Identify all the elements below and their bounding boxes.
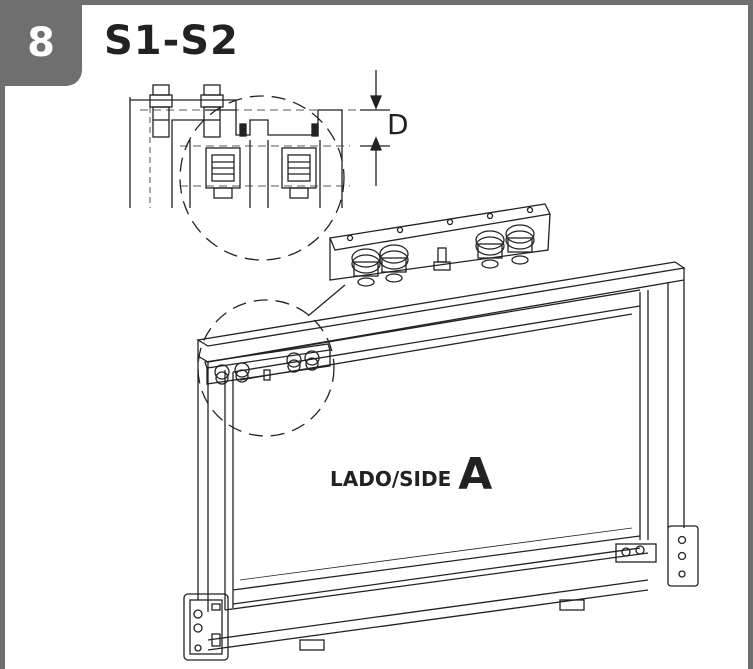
dimension-label: D bbox=[387, 108, 409, 141]
wheel-lower-left bbox=[205, 147, 241, 199]
frame-bracket-bottom-right bbox=[615, 525, 699, 587]
roller-2 bbox=[379, 244, 409, 283]
side-label: LADO/SIDE A bbox=[330, 449, 492, 500]
roller-1 bbox=[351, 248, 381, 287]
frame-bracket-top-left bbox=[204, 343, 331, 385]
roller-3 bbox=[475, 230, 505, 269]
roller-4 bbox=[505, 224, 535, 265]
bolt-upper-right bbox=[200, 84, 224, 138]
frame-zoom-circle bbox=[197, 299, 335, 437]
dimension-d bbox=[360, 70, 390, 186]
bolt-upper-left bbox=[149, 84, 173, 138]
step-number-badge: 8 bbox=[0, 0, 82, 86]
side-label-prefix: LADO/SIDE bbox=[330, 467, 459, 491]
section-detail-view bbox=[129, 70, 390, 261]
leader-line bbox=[307, 284, 346, 317]
detail-zoom-circle bbox=[179, 95, 345, 261]
wheel-lower-right bbox=[281, 147, 317, 199]
side-label-letter: A bbox=[458, 449, 493, 500]
enlarged-bracket bbox=[329, 203, 551, 287]
frame-bracket-bottom-left bbox=[183, 593, 229, 661]
center-pin bbox=[433, 247, 451, 271]
step-title: S1-S2 bbox=[104, 18, 239, 64]
